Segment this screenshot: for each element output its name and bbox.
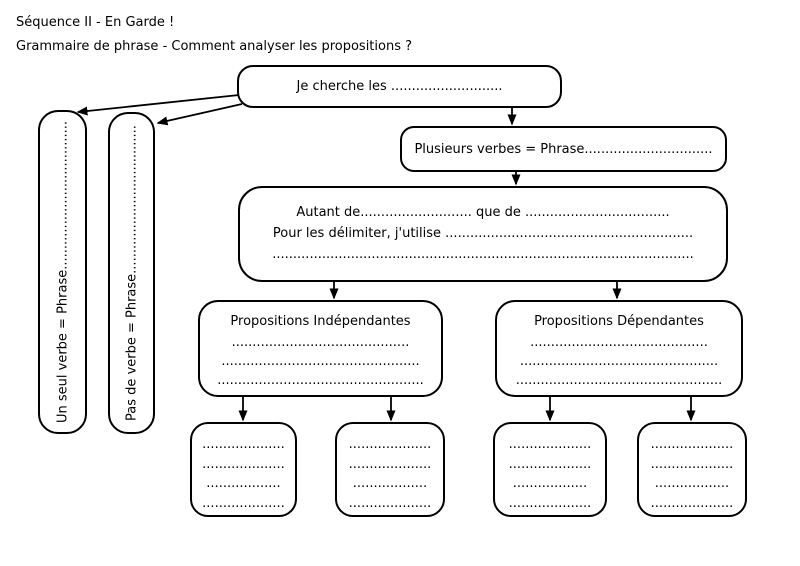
leaf-box-4: .................... ...................… <box>637 422 747 517</box>
leaf-dotted-line: .................... <box>348 456 432 472</box>
dependent-dotted-line: ........................................… <box>530 335 708 350</box>
leaf-dotted-line: .................... <box>202 456 285 472</box>
leaf-dotted-line: .................... <box>202 437 285 452</box>
delimiter-box: Autant de........................... que… <box>238 186 728 282</box>
several-verbs-box-label: Plusieurs verbes = Phrase...............… <box>414 141 713 157</box>
root-box: Je cherche les .........................… <box>237 65 562 108</box>
leaf-dotted-line: .................. <box>352 476 428 491</box>
arrow-root-to-no-verb <box>156 103 243 126</box>
no-verb-box: Pas de verbe = Phrase...................… <box>108 112 155 434</box>
one-verb-box: Un seul verbe = Phrase..................… <box>38 110 87 434</box>
delimiter-line-3: ........................................… <box>272 247 694 262</box>
no-verb-box-label: Pas de verbe = Phrase...................… <box>124 125 139 421</box>
leaf-dotted-line: .................. <box>206 476 281 491</box>
leaf-dotted-line: .................... <box>348 437 432 452</box>
leaf-box-2: .................... ...................… <box>335 422 445 517</box>
leaf-dotted-line: .................... <box>650 437 734 452</box>
independent-dotted-line: ........................................… <box>217 373 424 388</box>
dependent-dotted-line: ........................................… <box>519 354 719 369</box>
leaf-dotted-line: .................... <box>650 495 734 511</box>
independent-dotted-line: ........................................… <box>221 354 420 369</box>
several-verbs-box: Plusieurs verbes = Phrase...............… <box>400 126 727 172</box>
independent-dotted-line: ........................................… <box>231 335 410 350</box>
leaf-dotted-line: .................... <box>508 456 592 472</box>
one-verb-box-label: Un seul verbe = Phrase..................… <box>55 120 70 424</box>
delimiter-line-1: Autant de........................... que… <box>296 205 670 220</box>
root-box-label: Je cherche les .........................… <box>296 79 503 94</box>
leaf-box-1: .................... ...................… <box>190 422 297 517</box>
independent-propositions-box: Propositions Indépendantes .............… <box>198 300 443 397</box>
delimiter-line-2: Pour les délimiter, j'utilise ..........… <box>272 226 694 241</box>
leaf-dotted-line: .................... <box>348 495 432 511</box>
page-subtitle: Grammaire de phrase - Comment analyser l… <box>16 39 413 54</box>
leaf-dotted-line: .................. <box>654 476 730 491</box>
independent-box-title: Propositions Indépendantes <box>230 314 411 329</box>
leaf-box-3: .................... ...................… <box>493 422 607 517</box>
leaf-dotted-line: .................... <box>202 495 285 511</box>
leaf-dotted-line: .................... <box>508 437 592 452</box>
leaf-dotted-line: .................. <box>512 476 588 491</box>
page-title: Séquence II - En Garde ! <box>16 15 175 30</box>
leaf-dotted-line: .................... <box>508 495 592 511</box>
dependent-box-title: Propositions Dépendantes <box>534 314 704 329</box>
dependent-dotted-line: ........................................… <box>515 373 723 388</box>
arrow-root-to-one-verb <box>76 94 240 116</box>
dependent-propositions-box: Propositions Dépendantes ...............… <box>495 300 743 397</box>
leaf-dotted-line: .................... <box>650 456 734 472</box>
